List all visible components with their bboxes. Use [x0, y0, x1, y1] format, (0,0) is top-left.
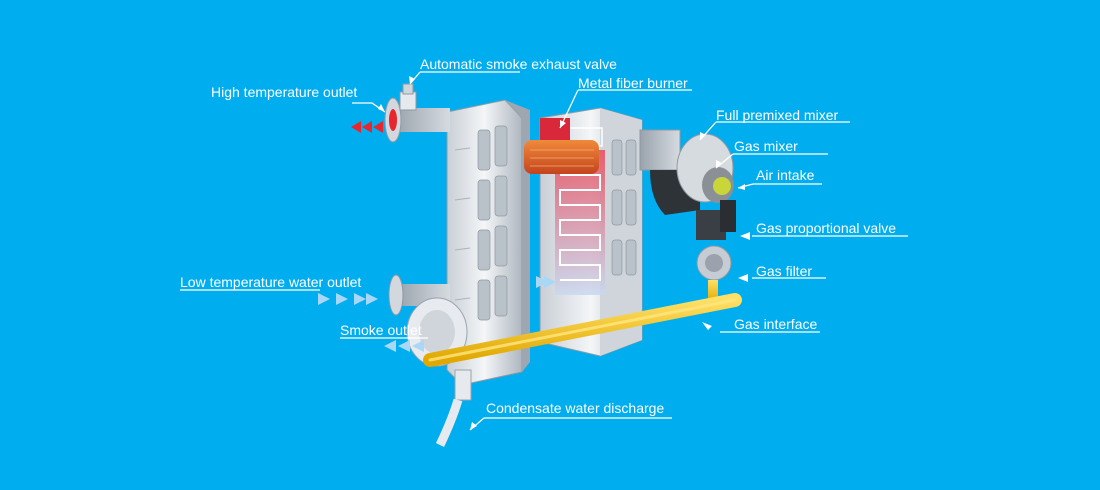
label-air-intake: Air intake [756, 167, 815, 183]
smoke-exhaust-valve [399, 83, 417, 111]
label-gas-filter: Gas filter [756, 263, 813, 279]
label-gas-proportional-valve: Gas proportional valve [756, 220, 897, 236]
label-metal-fiber-burner: Metal fiber burner [578, 75, 688, 91]
gas-valve-assembly [696, 200, 736, 302]
left-heat-exchanger [446, 99, 530, 386]
middle-heat-exchanger [539, 107, 643, 357]
label-condensate-water-discharge: Condensate water discharge [486, 400, 665, 416]
label-high-temperature-outlet: High temperature outlet [211, 84, 358, 100]
gas-interface-pipe [423, 293, 742, 367]
high-temp-flow-arrows [351, 121, 383, 133]
inlet-flow-arrows [536, 276, 556, 288]
label-smoke-outlet: Smoke outlet [340, 322, 422, 338]
smoke-flow-arrows [384, 340, 424, 352]
label-gas-interface: Gas interface [734, 316, 818, 332]
label-full-premixed-mixer: Full premixed mixer [716, 107, 839, 123]
leader-arrowheads [378, 76, 750, 430]
label-automatic-smoke-exhaust-valve: Automatic smoke exhaust valve [420, 56, 617, 72]
low-temperature-outlet-pipe [388, 274, 450, 316]
premixed-mixer-assembly [639, 129, 734, 215]
label-low-temperature-water-outlet: Low temperature water outlet [180, 274, 362, 290]
high-temperature-outlet-pipe [384, 97, 450, 143]
label-gas-mixer: Gas mixer [734, 138, 798, 154]
low-temp-flow-arrows [318, 293, 378, 305]
condensate-pipe [435, 369, 472, 447]
